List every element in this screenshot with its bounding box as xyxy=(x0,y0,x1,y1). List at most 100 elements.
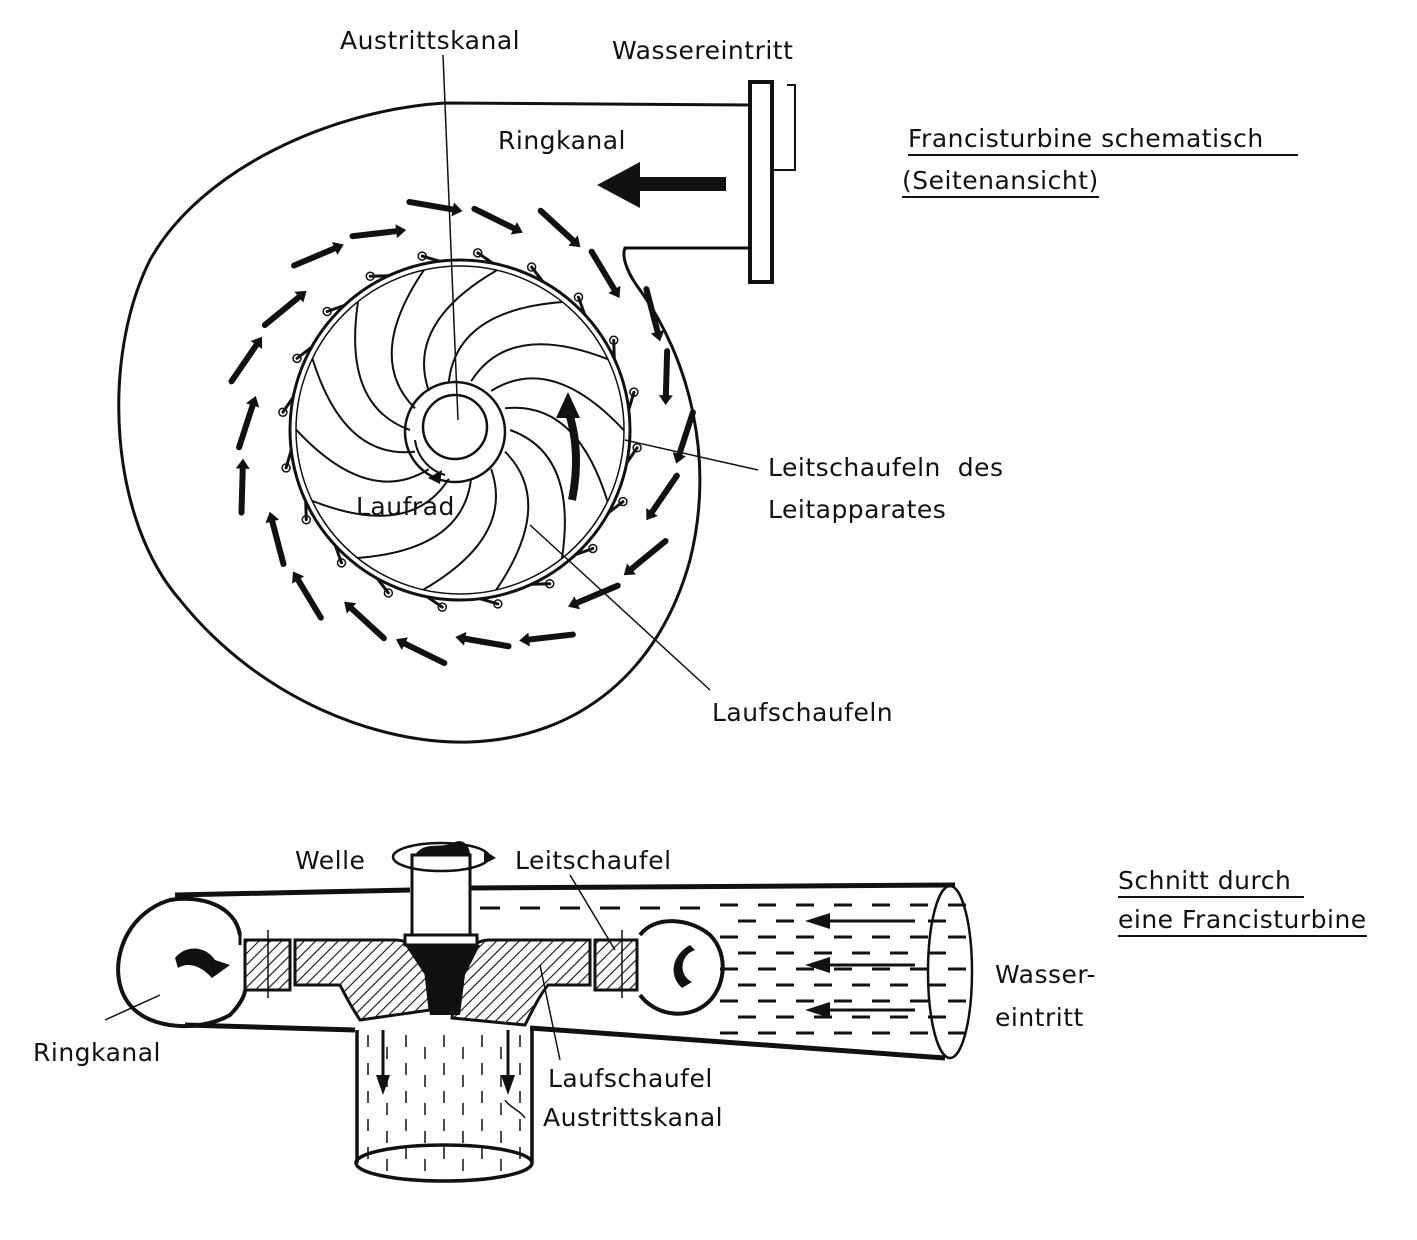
flow-arrow xyxy=(588,248,618,293)
title-section: Schnitt durch xyxy=(1118,868,1304,898)
flow-arrow xyxy=(261,294,302,329)
guide-vane-blade xyxy=(612,338,616,360)
flow-arrowhead xyxy=(395,637,408,650)
label-ringkanal-top: Ringkanal xyxy=(498,126,626,155)
flow-arrow xyxy=(471,205,517,232)
rotation-arrow xyxy=(556,392,581,501)
inlet-pipe xyxy=(174,882,974,1061)
flow-arrow xyxy=(228,342,260,385)
guide-vane-blade xyxy=(476,251,495,265)
draft-tube xyxy=(354,1030,534,1183)
runner-blade xyxy=(509,429,566,559)
runner-blade xyxy=(390,269,425,410)
flow-arrowhead xyxy=(395,224,407,239)
flow-arrowhead xyxy=(294,290,307,303)
flow-arrow xyxy=(628,538,669,572)
guide-vane-blade xyxy=(420,254,441,263)
flow-arrow xyxy=(676,409,696,458)
label-leitschaufel: Leitschaufel xyxy=(515,846,672,875)
guide-vane-blade xyxy=(425,595,444,609)
flow-arrow xyxy=(537,207,577,244)
runner-section xyxy=(293,938,592,1027)
flow-arrowhead xyxy=(568,235,581,248)
label-laufrad: Laufrad xyxy=(356,492,455,521)
water-dashes xyxy=(480,903,966,1035)
runner-hub xyxy=(403,380,507,484)
guide-vane-blade xyxy=(574,546,595,557)
flow-arrowhead xyxy=(672,451,686,464)
flow-arrowhead xyxy=(245,395,260,408)
spiral-casing xyxy=(117,101,752,744)
leader-lines-bottom xyxy=(104,874,616,1119)
label-leitschaufeln: Leitschaufeln des xyxy=(768,453,1004,482)
label-wassereintritt-top: Wassereintritt xyxy=(612,36,794,65)
shaft xyxy=(391,841,496,947)
flow-arrow xyxy=(574,582,621,606)
label-ringkanal-bottom: Ringkanal xyxy=(33,1038,161,1067)
guide-vane-blade xyxy=(325,303,346,314)
label-austrittskanal-top: Austrittskanal xyxy=(340,26,521,55)
flow-arrowhead xyxy=(235,458,250,469)
flow-arrow xyxy=(526,631,576,643)
flow-arrowhead xyxy=(455,631,467,646)
guide-vane-blade xyxy=(304,500,308,522)
flow-arrow xyxy=(643,286,661,335)
draft-tube-dashes xyxy=(367,1035,521,1171)
guide-vane-blade xyxy=(368,274,390,278)
runner-blade xyxy=(311,478,450,517)
label-welle: Welle xyxy=(295,846,366,875)
runner-blade xyxy=(470,343,609,382)
guide-vane-blade xyxy=(607,500,625,515)
ring-channel-right xyxy=(638,919,725,1016)
flow-arrowhead xyxy=(658,394,673,406)
flow-arrow xyxy=(462,635,512,650)
title-section-sub: eine Francisturbine xyxy=(1118,907,1367,937)
label-laufschaufel: Laufschaufel xyxy=(548,1064,713,1093)
guide-ring xyxy=(288,258,632,602)
guide-vane-blade xyxy=(576,295,587,316)
flow-arrow xyxy=(238,465,246,516)
flow-arrowhead xyxy=(250,336,263,349)
flow-arrowhead xyxy=(510,221,523,235)
guide-vane-blade xyxy=(333,544,344,565)
flow-arrowhead xyxy=(567,596,580,610)
guide-vane-blade xyxy=(295,345,313,360)
guide-vane-blade xyxy=(375,577,390,595)
runner-blade xyxy=(357,478,473,559)
label-austrittskanal-bottom: Austrittskanal xyxy=(543,1103,724,1132)
runner-blade xyxy=(495,450,530,591)
flow-arrowhead xyxy=(650,329,665,342)
flow-arrow xyxy=(406,198,456,213)
runner-blade xyxy=(504,406,609,502)
flow-arrow xyxy=(291,245,338,269)
runner-blade xyxy=(422,468,497,591)
flow-arrow xyxy=(401,640,448,667)
guide-vane-blade xyxy=(284,449,293,470)
flow-arrowhead xyxy=(451,202,463,217)
label-wassereintritt-bottom-1: Wasser- xyxy=(995,960,1097,989)
flow-arrow xyxy=(349,228,400,240)
guide-vane-blade xyxy=(625,446,639,465)
flow-arrowhead xyxy=(292,571,305,584)
inlet-flow-arrows-bottom xyxy=(805,913,915,1018)
runner-blade xyxy=(423,269,498,392)
flow-arrow xyxy=(295,576,324,621)
flow-arrow xyxy=(348,605,387,642)
label-laufschaufeln: Laufschaufeln xyxy=(712,698,894,727)
flow-arrowhead xyxy=(344,601,357,614)
runner-blade xyxy=(447,301,563,382)
guide-vane-blade xyxy=(530,582,552,586)
flow-arrow xyxy=(662,348,671,399)
flow-arrow xyxy=(649,472,680,515)
runner-blades xyxy=(295,269,625,591)
label-wassereintritt-bottom-2: eintritt xyxy=(995,1003,1084,1032)
flow-arrow xyxy=(269,518,287,567)
leader-lines-top xyxy=(442,54,759,691)
ring-channel-left xyxy=(116,896,247,1029)
flow-arrow xyxy=(236,402,256,451)
guide-vane-blade xyxy=(627,390,636,411)
runner-blade xyxy=(295,428,430,483)
flow-arrows xyxy=(228,198,696,667)
label-leitapparates: Leitapparates xyxy=(768,495,947,524)
